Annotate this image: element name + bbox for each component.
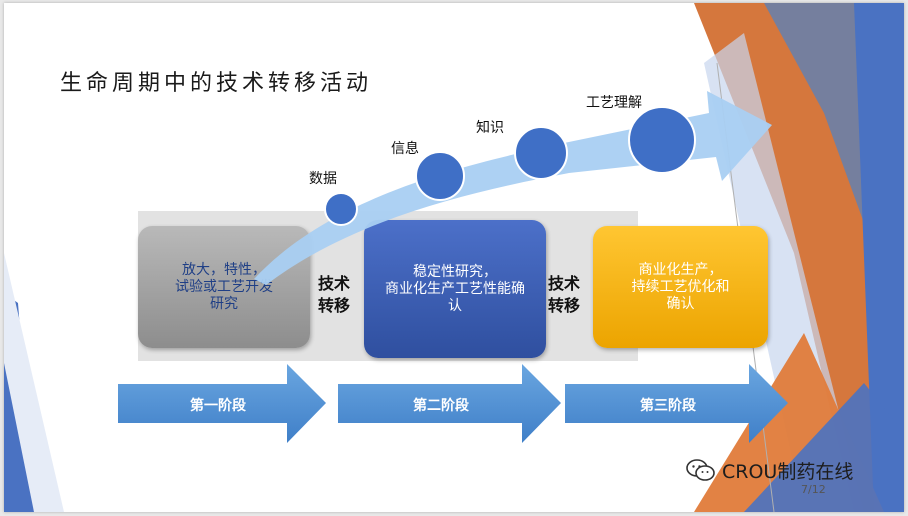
stage2-arrow — [338, 364, 561, 443]
knowledge-label-process-understanding: 工艺理解 — [586, 95, 642, 111]
slide: 生命周期中的技术转移活动 放大，特性， 试验或工艺开发 研究 稳定性研究， 商业… — [4, 3, 904, 512]
tech-transfer-label-2: 技术 转移 — [548, 274, 581, 315]
stage3-arrow — [565, 364, 788, 443]
knowledge-circle-process-understanding — [628, 106, 696, 174]
blue-edge — [854, 3, 904, 512]
stage1-box: 放大，特性， 试验或工艺开发 研究 — [138, 226, 310, 348]
knowledge-label-data: 数据 — [309, 171, 337, 187]
left-corner-light — [4, 253, 64, 512]
knowledge-arrow-graphic — [254, 91, 772, 285]
wechat-icon — [686, 458, 716, 484]
stage3-arrow-label: 第三阶段 — [640, 398, 696, 414]
knowledge-label-information: 信息 — [391, 141, 419, 157]
stage1-arrow-label: 第一阶段 — [190, 398, 246, 414]
stage2-box: 稳定性研究， 商业化生产工艺性能确 认 — [364, 220, 546, 358]
page-indicator: 7/12 — [801, 483, 826, 496]
tech-transfer-label-1: 技术 转移 — [318, 274, 351, 315]
knowledge-circle-knowledge — [514, 126, 568, 180]
stage3-box: 商业化生产， 持续工艺优化和 确认 — [593, 226, 768, 348]
stage2-arrow-label: 第二阶段 — [413, 398, 469, 414]
stage-arrows — [118, 364, 788, 443]
knowledge-label-knowledge: 知识 — [476, 120, 504, 136]
knowledge-circle-data — [324, 192, 358, 226]
watermark-text: CROU制药在线 — [722, 461, 854, 483]
slide-title: 生命周期中的技术转移活动 — [60, 71, 373, 96]
blue-lower — [744, 383, 904, 512]
stage1-arrow — [118, 364, 326, 443]
watermark: CROU制药在线 — [686, 457, 853, 484]
knowledge-circle-information — [415, 151, 465, 201]
